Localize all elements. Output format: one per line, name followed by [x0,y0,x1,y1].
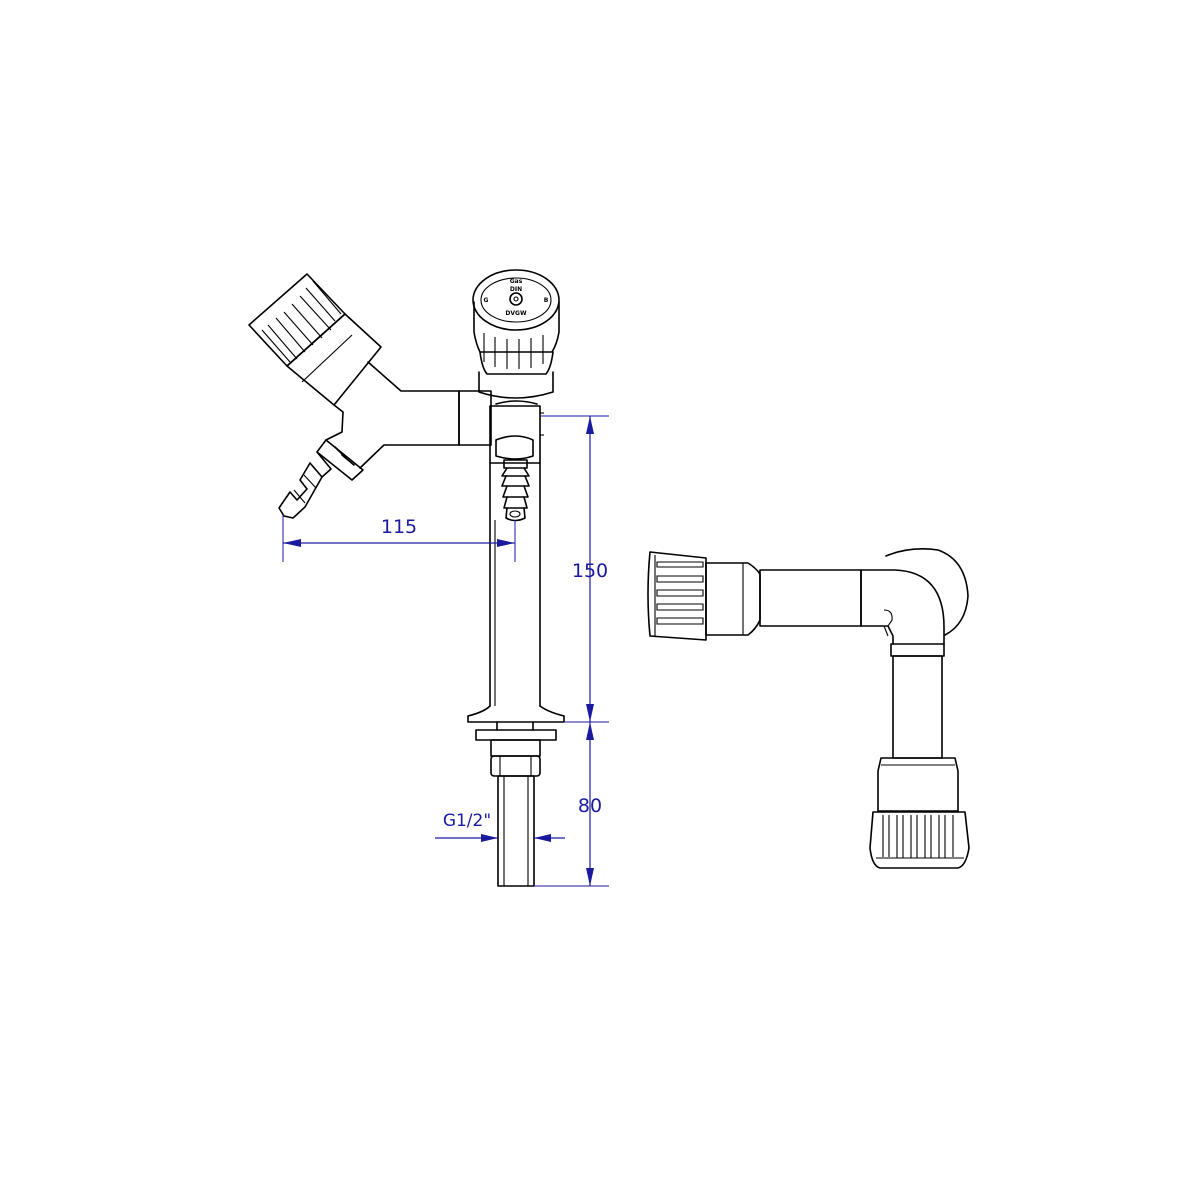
dimension-label-80: 80 [578,795,602,817]
base-flange [467,705,565,777]
dimension-115: 115 [282,515,516,562]
top-valve-knob: Gas DIN DVGW G B [472,269,560,399]
front-view: Gas DIN DVGW G B [248,269,609,887]
dimension-150: 150 [541,415,609,723]
knob-marking-bottom: DVGW [505,310,527,317]
dimension-label-115: 115 [381,516,417,538]
vertical-pipe [890,643,945,759]
dimension-label-thread: G1/2" [443,811,491,831]
knob-marking-right: B [544,297,549,304]
knob-marking-middle: DIN [510,286,522,293]
knob-marking-top: Gas [510,278,523,285]
knob-marking-left: G [484,297,489,304]
side-view [647,548,970,869]
dimension-80: 80 [534,722,609,887]
threaded-shank [497,775,535,887]
wall-flange [885,548,969,636]
center-hose-nozzle [501,459,530,522]
valve-body [489,400,544,464]
side-view-knob-bottom [869,757,970,869]
dimension-label-150: 150 [572,560,608,582]
main-column [489,462,541,707]
dimension-thread: G1/2" [435,811,565,842]
horizontal-pipe [759,569,862,627]
side-view-knob-left [647,551,761,641]
elbow [860,569,945,645]
side-valve-knob [248,273,382,406]
side-hose-nozzle [278,439,364,519]
center-block [458,390,492,446]
side-arm [325,361,460,469]
